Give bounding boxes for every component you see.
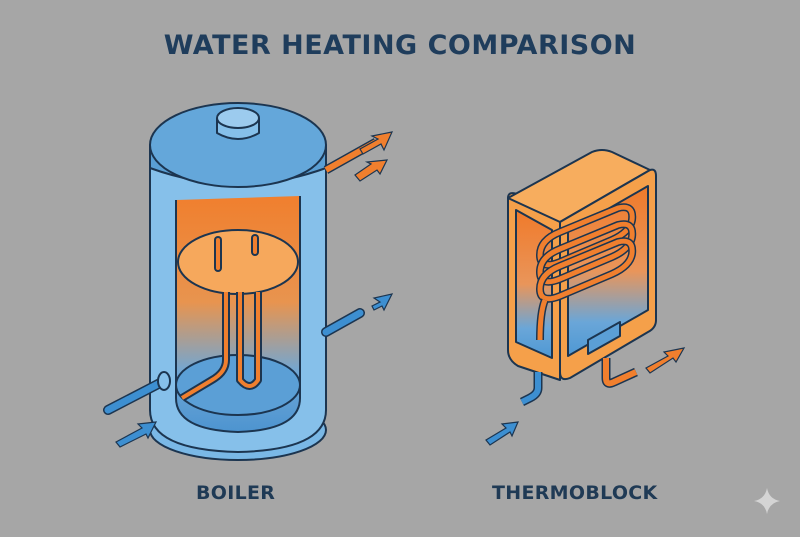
boiler-label: BOILER (196, 482, 276, 504)
page-title: WATER HEATING COMPARISON (163, 30, 637, 61)
thermoblock-flow-arrows (485, 347, 686, 446)
boiler-flow-arrows (115, 131, 394, 448)
thermoblock-label: THERMOBLOCK (492, 482, 658, 504)
sparkle-icon (754, 488, 780, 514)
boiler-illustration (103, 102, 379, 461)
thermoblock-illustration (507, 149, 657, 407)
